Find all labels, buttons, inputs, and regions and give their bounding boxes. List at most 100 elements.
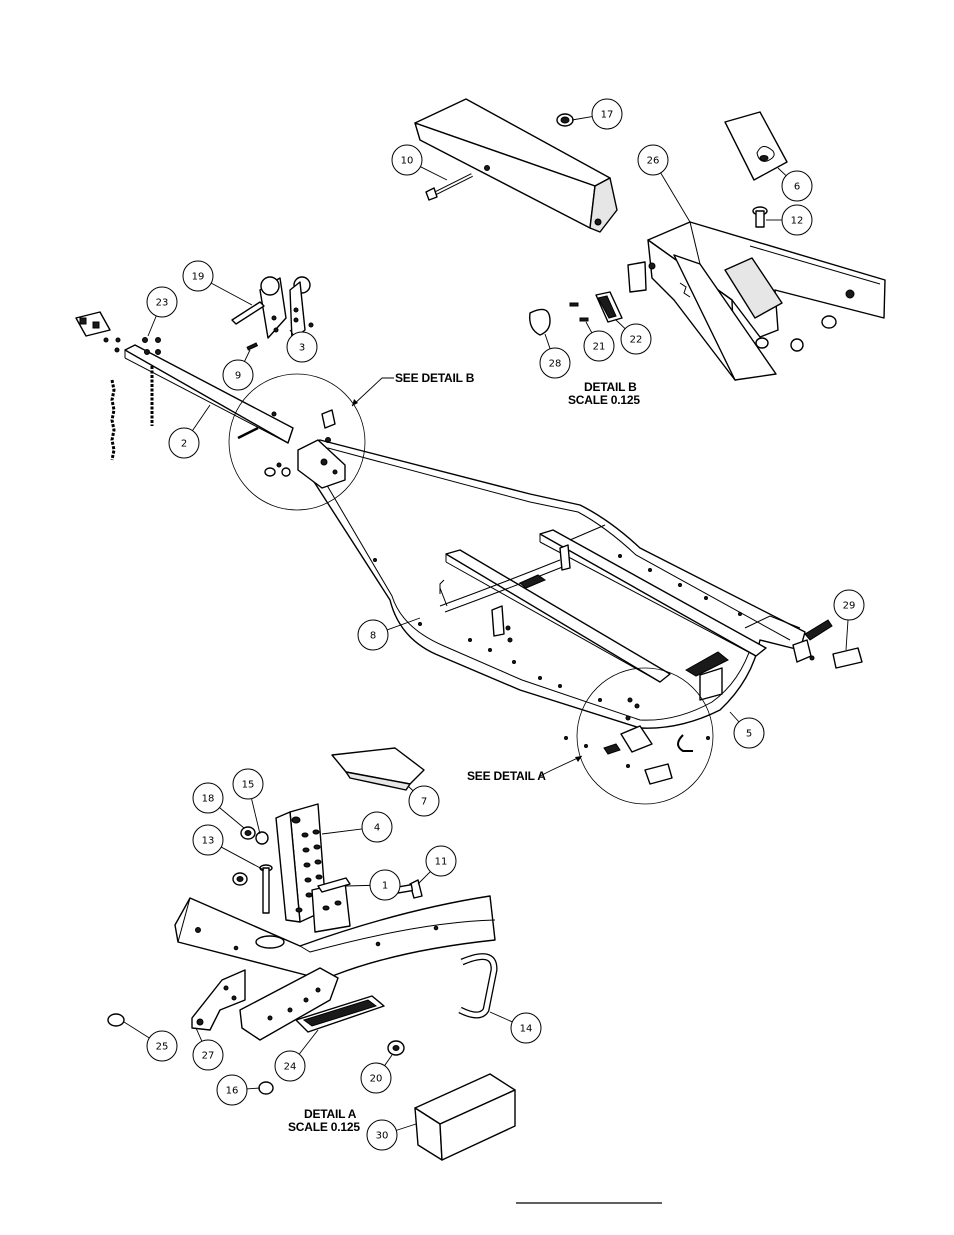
callout-number-16: 16 (226, 1086, 239, 1097)
step-pad-24 (295, 995, 385, 1033)
callout-number-21: 21 (593, 342, 606, 353)
callout-bubble-2 (168, 427, 200, 459)
callout-bubble-28 (539, 347, 571, 379)
callout-bubble-29 (833, 589, 865, 621)
callout-bubble-14 (510, 1012, 542, 1044)
callout-leader-5 (729, 711, 740, 723)
callout-leader-7 (407, 785, 414, 792)
bracket-1 (311, 877, 351, 933)
pad-near-26 (627, 261, 647, 293)
callout-bubble-1 (369, 869, 401, 901)
callout-leader-16 (246, 1087, 261, 1090)
tongue-2 (124, 344, 294, 444)
callout-leader-3 (289, 329, 294, 336)
washer-26a (821, 315, 837, 329)
bracket-26 (647, 221, 886, 381)
callout-leader-20 (384, 1054, 393, 1066)
detail-b-title: DETAIL B (584, 380, 637, 394)
callout-bubble-17 (591, 98, 623, 130)
coupler-hitch (75, 311, 121, 353)
callout-leader-14 (489, 1011, 513, 1023)
bolt-12 (752, 206, 768, 228)
main-frame-assembly (75, 276, 863, 805)
callout-bubble-3 (286, 331, 318, 363)
callout-leader-15 (251, 798, 261, 835)
nut-23c (144, 349, 150, 355)
bolt-13 (259, 864, 273, 914)
part-10-tube (414, 98, 618, 233)
callout-leader-11 (417, 871, 431, 885)
callout-bubble-9 (222, 359, 254, 391)
callout-number-10: 10 (401, 156, 414, 167)
callout-number-14: 14 (520, 1024, 533, 1035)
safety-chain-left (110, 379, 116, 461)
callout-bubble-30 (366, 1119, 398, 1151)
callout-bubble-24 (274, 1050, 306, 1082)
tongue-nut (281, 467, 291, 477)
callout-leader-13 (221, 846, 265, 871)
detail-b-scale: SCALE 0.125 (568, 393, 640, 407)
tongue-nut-dot (276, 462, 282, 468)
callout-leader-29 (845, 619, 849, 651)
callout-leader-9 (244, 349, 251, 362)
callout-leader-28 (544, 333, 551, 349)
callout-leader-23 (147, 315, 157, 337)
nut-17 (556, 113, 574, 127)
callout-bubble-7 (408, 785, 440, 817)
callout-bubble-11 (425, 845, 457, 877)
see-detail-a-leader (539, 755, 583, 777)
callout-leader-18 (219, 807, 245, 829)
see-detail-b-leader (351, 377, 394, 407)
washer-15 (255, 831, 269, 845)
callout-bubble-4 (361, 811, 393, 843)
nut-4-top (291, 816, 301, 824)
callout-number-1: 1 (382, 881, 388, 892)
tongue-bolt (237, 426, 259, 440)
detail-a-rail (174, 895, 496, 981)
callout-number-20: 20 (370, 1074, 383, 1085)
pad-28 (529, 308, 551, 336)
tongue-washer (264, 467, 276, 477)
callout-number-24: 24 (284, 1062, 297, 1073)
callout-bubble-20 (360, 1062, 392, 1094)
nut-23b (155, 337, 161, 343)
screw-21b (579, 317, 589, 322)
callout-leader-19 (211, 282, 253, 306)
nut-23a (142, 337, 148, 343)
screw-21a (569, 302, 579, 307)
callout-number-17: 17 (601, 110, 614, 121)
callout-bubble-19 (182, 260, 214, 292)
callout-leader-30 (396, 1123, 417, 1131)
callout-leader-27 (195, 1027, 203, 1042)
callout-bubble-26 (637, 144, 669, 176)
callout-number-19: 19 (192, 272, 205, 283)
see-detail-b-label: SEE DETAIL B (395, 371, 475, 385)
callout-number-11: 11 (435, 857, 448, 868)
detail-a-circle (576, 667, 714, 805)
plate-6 (724, 111, 788, 181)
callout-bubble-16 (216, 1074, 248, 1106)
see-detail-a-label: SEE DETAIL A (467, 769, 546, 783)
callout-number-22: 22 (630, 335, 643, 346)
callout-number-18: 18 (202, 794, 215, 805)
callout-leader-1 (345, 884, 371, 887)
winch-bracket-3 (259, 276, 314, 341)
callout-number-8: 8 (370, 631, 376, 642)
callout-number-2: 2 (181, 439, 187, 450)
callout-number-25: 25 (156, 1042, 169, 1053)
callout-leader-21 (585, 321, 593, 334)
callout-number-26: 26 (647, 156, 660, 167)
ring-detail-a (255, 935, 285, 949)
callout-number-4: 4 (374, 823, 380, 834)
callout-number-6: 6 (794, 182, 800, 193)
detail-b-drawing (414, 98, 886, 381)
callout-number-15: 15 (242, 780, 255, 791)
fender-7 (331, 747, 425, 791)
callout-number-28: 28 (549, 359, 562, 370)
washer-26b (790, 338, 804, 352)
winch-strap-19 (231, 301, 265, 325)
block-22 (595, 291, 623, 323)
detail-a-scale: SCALE 0.125 (288, 1120, 360, 1134)
